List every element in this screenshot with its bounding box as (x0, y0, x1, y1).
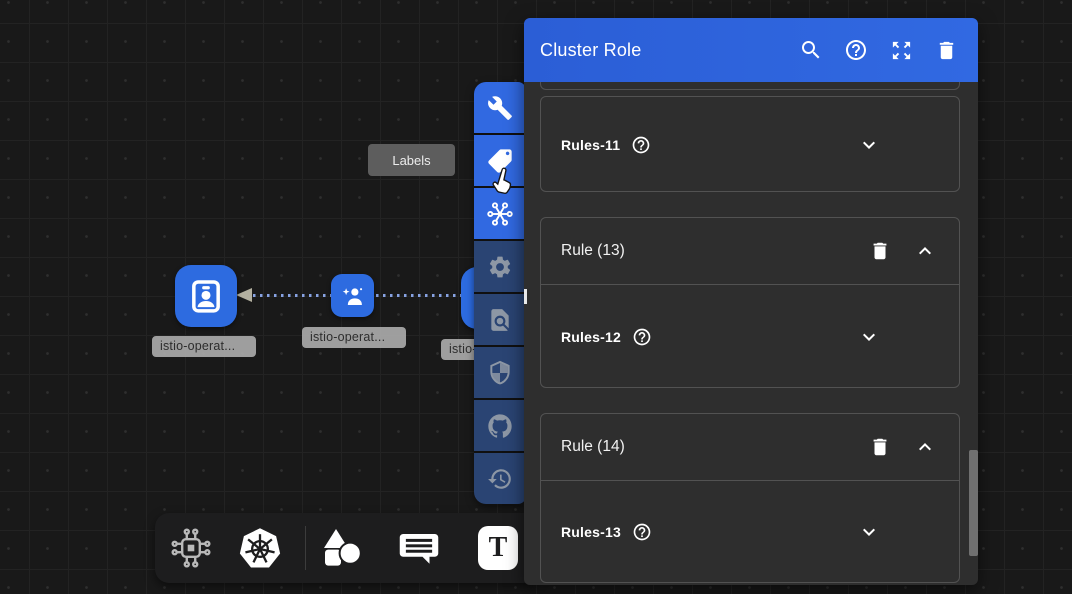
side-toolbar (474, 82, 526, 504)
node-label: istio-operat... (152, 336, 256, 357)
rules-label: Rules-12 (561, 329, 621, 345)
circuit-components-icon (169, 526, 213, 570)
rules-11-row[interactable]: Rules-11 (541, 97, 959, 192)
chevron-up-icon[interactable] (913, 239, 937, 263)
shield-icon (487, 360, 513, 386)
chevron-down-icon[interactable] (857, 325, 881, 349)
shapes-icon (319, 524, 367, 572)
doc-preview-button[interactable] (474, 294, 526, 345)
shapes-tool-button[interactable] (319, 524, 367, 572)
rule-title: Rule (14) (561, 438, 625, 455)
service-account-icon (339, 282, 367, 310)
edge-arrowhead (236, 288, 252, 302)
history-button[interactable] (474, 453, 526, 504)
rules-label: Rules-11 (561, 136, 621, 153)
cluster-role-panel: Cluster Role (524, 18, 978, 585)
search-icon[interactable] (797, 36, 825, 64)
panel-title: Cluster Role (540, 39, 642, 60)
freeze-layout-button[interactable] (474, 188, 526, 239)
rules-11-card: Rules-11 (540, 96, 960, 192)
help-icon[interactable] (632, 522, 652, 542)
text-tool-icon: T (478, 526, 518, 570)
gear-icon (487, 254, 513, 280)
rules-12-row[interactable]: Rules-12 (541, 285, 959, 389)
rule-14-header[interactable]: Rule (14) (541, 414, 959, 481)
wrench-icon (487, 95, 513, 121)
hand-cursor-icon (487, 166, 517, 201)
panel-scrollbar-thumb[interactable] (969, 450, 978, 556)
github-icon (486, 412, 514, 440)
text-tool-button[interactable]: T (478, 526, 518, 570)
chevron-down-icon[interactable] (857, 133, 881, 157)
components-tool-button[interactable] (169, 526, 213, 570)
bottom-toolbar: T (155, 513, 540, 583)
node-label: istio-operat... (302, 327, 406, 348)
comment-tool-button[interactable] (398, 527, 440, 569)
rules-label: Rules-13 (561, 524, 621, 540)
fullscreen-icon[interactable] (887, 36, 915, 64)
panel-resize-handle[interactable] (524, 289, 527, 304)
panel-header-icons (797, 36, 960, 64)
rule-13-header[interactable]: Rule (13) (541, 218, 959, 285)
rule-title: Rule (13) (561, 242, 625, 259)
panel-body[interactable]: Rules-11 Rule (13) (524, 82, 978, 585)
github-button[interactable] (474, 400, 526, 451)
id-badge-icon (186, 276, 226, 316)
delete-icon[interactable] (932, 36, 960, 64)
kubernetes-tool-button[interactable] (237, 525, 283, 571)
rules-13-row[interactable]: Rules-13 (541, 481, 959, 583)
settings-button[interactable] (474, 241, 526, 292)
node-cluster-role[interactable] (175, 265, 237, 327)
wrench-tool-button[interactable] (474, 82, 526, 133)
help-icon[interactable] (632, 327, 652, 347)
comment-icon (398, 527, 440, 569)
labels-tooltip: Labels (368, 144, 455, 176)
help-icon[interactable] (842, 36, 870, 64)
chevron-up-icon[interactable] (913, 435, 937, 459)
label-tag-icon (486, 147, 514, 175)
trash-icon[interactable] (869, 436, 891, 458)
find-in-page-icon (487, 307, 513, 333)
rule-14-card: Rule (14) Rules-13 (540, 413, 960, 583)
shield-button[interactable] (474, 347, 526, 398)
node-service-account[interactable] (331, 274, 374, 317)
panel-header: Cluster Role (524, 18, 978, 82)
rule-13-card: Rule (13) Rules-12 (540, 217, 960, 388)
trash-icon[interactable] (869, 240, 891, 262)
toolbar-divider (305, 526, 306, 570)
chevron-down-icon[interactable] (857, 520, 881, 544)
kubernetes-icon (237, 525, 283, 571)
card-cutoff-top (540, 82, 960, 90)
help-icon[interactable] (631, 135, 651, 155)
hub-network-icon (486, 200, 514, 228)
edge-dotted (376, 294, 462, 297)
history-clock-icon (487, 466, 513, 492)
edge-dotted (253, 294, 331, 297)
